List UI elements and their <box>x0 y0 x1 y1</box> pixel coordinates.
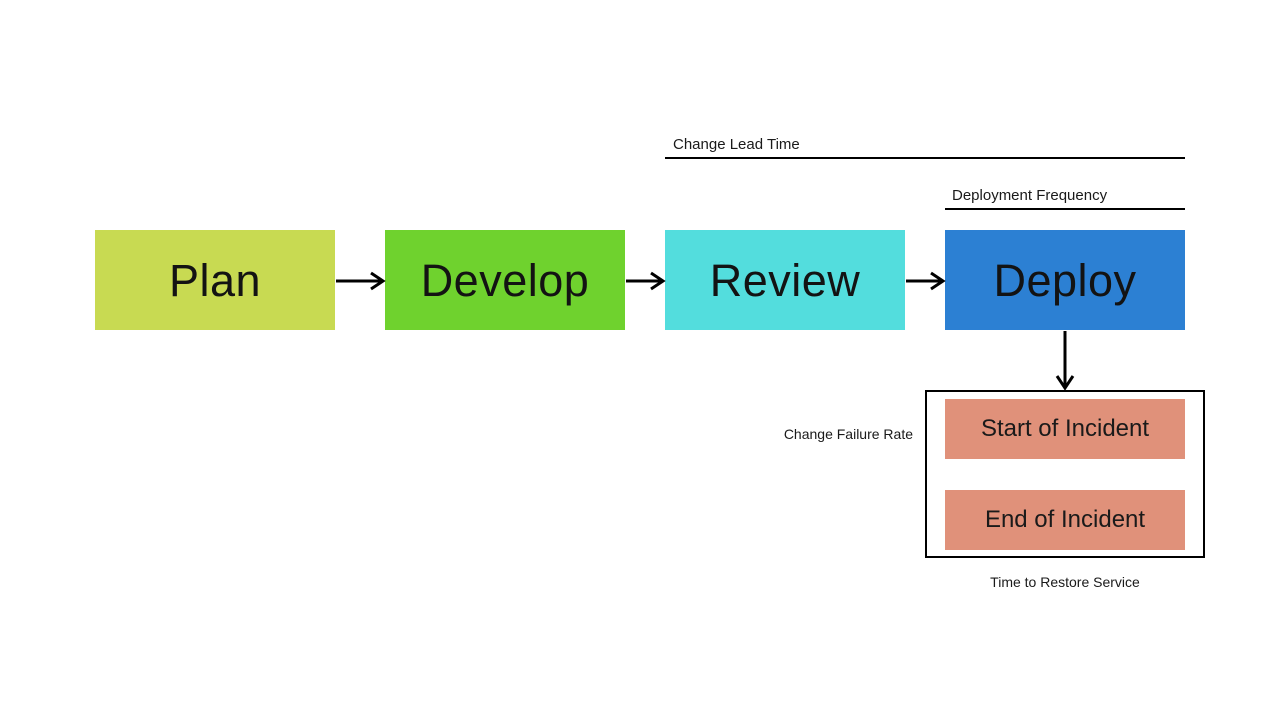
end-of-incident-box: End of Incident <box>945 490 1185 550</box>
deployment-frequency-label: Deployment Frequency <box>952 187 1108 204</box>
stage-box-plan: Plan <box>95 230 335 330</box>
stage-box-review: Review <box>665 230 905 330</box>
change-failure-rate-label: Change Failure Rate <box>783 426 913 442</box>
time-to-restore-service-label: Time to Restore Service <box>990 574 1140 590</box>
stage-box-deploy: Deploy <box>945 230 1185 330</box>
arrow-down-icon <box>1055 331 1075 391</box>
arrow-right-icon <box>336 271 386 291</box>
stage-box-develop: Develop <box>385 230 625 330</box>
start-of-incident-box: Start of Incident <box>945 399 1185 459</box>
change-lead-time-label: Change Lead Time <box>673 136 800 153</box>
arrow-right-icon <box>626 271 666 291</box>
arrow-right-icon <box>906 271 946 291</box>
